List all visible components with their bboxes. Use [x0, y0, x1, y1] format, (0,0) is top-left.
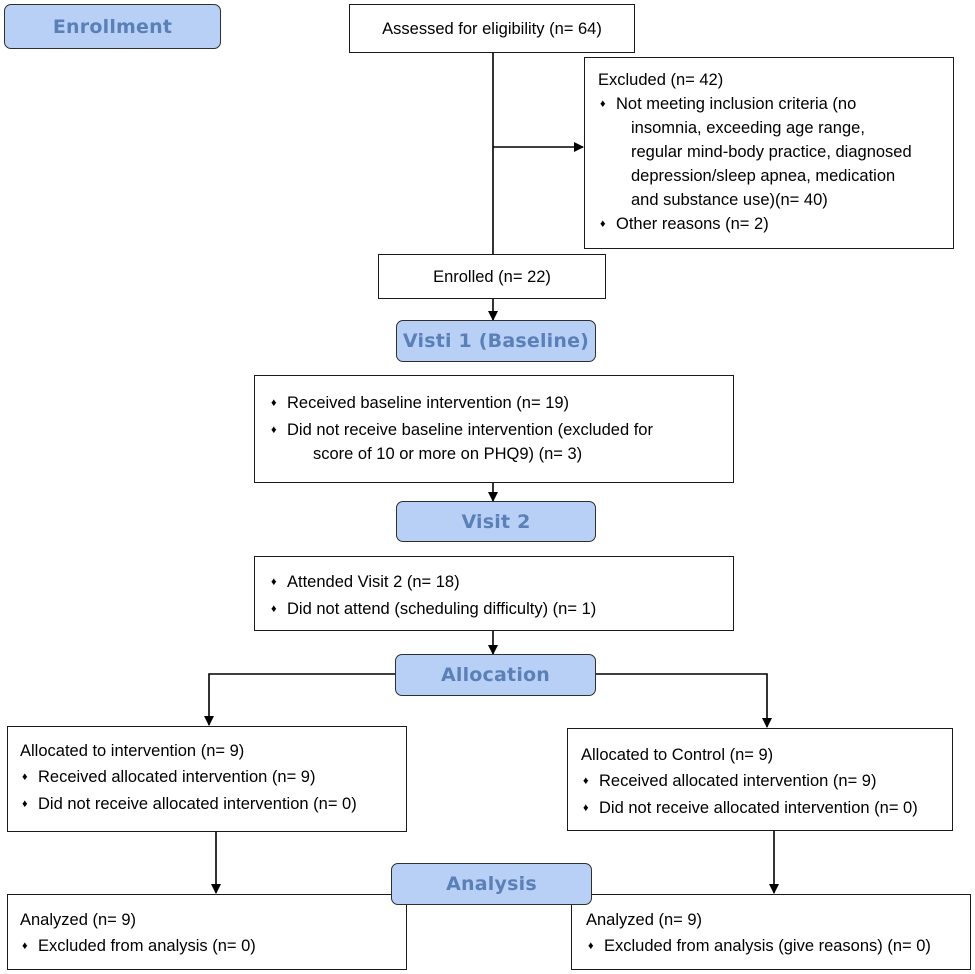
edge-allocation-to-control: [596, 673, 772, 728]
enrolled-label: Enrolled (n= 22): [433, 267, 551, 286]
phase-allocation: Allocation: [395, 654, 596, 696]
enrolled-box: Enrolled (n= 22): [378, 254, 606, 299]
excluded-box: Excluded (n= 42) Not meeting inclusion c…: [584, 57, 954, 249]
baseline-item-1: Received baseline intervention (n= 19): [269, 391, 733, 415]
phase-enrollment: Enrollment: [4, 4, 221, 49]
control-box: Allocated to Control (n= 9) Received all…: [567, 728, 953, 831]
control-title: Allocated to Control (n= 9): [581, 746, 774, 764]
edge-allocation-to-intervention: [204, 673, 396, 726]
excluded-item-2: Other reasons (n= 2): [598, 212, 953, 236]
baseline-box: Received baseline intervention (n= 19) D…: [254, 375, 734, 483]
analysis-right-box: Analyzed (n= 9) Excluded from analysis (…: [571, 894, 971, 970]
analysis-right-title: Analyzed (n= 9): [586, 911, 703, 929]
phase-visit2: Visit 2: [396, 501, 596, 542]
baseline-item-2-line-1: Did not receive baseline intervention (e…: [269, 418, 733, 442]
phase-visit1-label: Visti 1 (Baseline): [402, 330, 590, 352]
analysis-left-box: Analyzed (n= 9) Excluded from analysis (…: [7, 894, 407, 970]
excluded-item-1-line-5: and substance use)(n= 40): [631, 191, 828, 209]
intervention-item-2: Did not receive allocated intervention (…: [20, 792, 406, 816]
visit2-box: Attended Visit 2 (n= 18) Did not attend …: [254, 556, 734, 631]
excluded-title: Excluded (n= 42): [598, 71, 724, 89]
assessed-box: Assessed for eligibility (n= 64): [349, 4, 635, 53]
visit2-item-2: Did not attend (scheduling difficulty) (…: [269, 597, 733, 621]
excluded-item-1-line-1: Not meeting inclusion criteria (no: [598, 92, 953, 116]
analysis-right-item-1: Excluded from analysis (give reasons) (n…: [586, 934, 970, 958]
control-item-2: Did not receive allocated intervention (…: [581, 796, 952, 820]
phase-analysis: Analysis: [391, 863, 592, 905]
analysis-left-item-1: Excluded from analysis (n= 0): [20, 934, 406, 958]
visit2-item-1: Attended Visit 2 (n= 18): [269, 570, 733, 594]
phase-visit1: Visti 1 (Baseline): [396, 320, 596, 362]
phase-enrollment-label: Enrollment: [52, 15, 173, 38]
intervention-box: Allocated to intervention (n= 9) Receive…: [7, 726, 407, 832]
intervention-title: Allocated to intervention (n= 9): [20, 742, 245, 760]
phase-allocation-label: Allocation: [440, 664, 551, 686]
excluded-item-1-line-2: insomnia, exceeding age range,: [631, 119, 865, 137]
assessed-label: Assessed for eligibility (n= 64): [382, 19, 602, 38]
phase-analysis-label: Analysis: [446, 873, 537, 895]
excluded-item-1-line-4: depression/sleep apnea, medication: [631, 167, 896, 185]
excluded-item-1-line-3: regular mind-body practice, diagnosed: [631, 143, 912, 161]
baseline-item-2-line-2: score of 10 or more on PHQ9) (n= 3): [313, 445, 583, 463]
phase-visit2-label: Visit 2: [461, 510, 531, 533]
control-item-1: Received allocated intervention (n= 9): [581, 769, 952, 793]
analysis-left-title: Analyzed (n= 9): [20, 911, 137, 929]
intervention-item-1: Received allocated intervention (n= 9): [20, 765, 406, 789]
